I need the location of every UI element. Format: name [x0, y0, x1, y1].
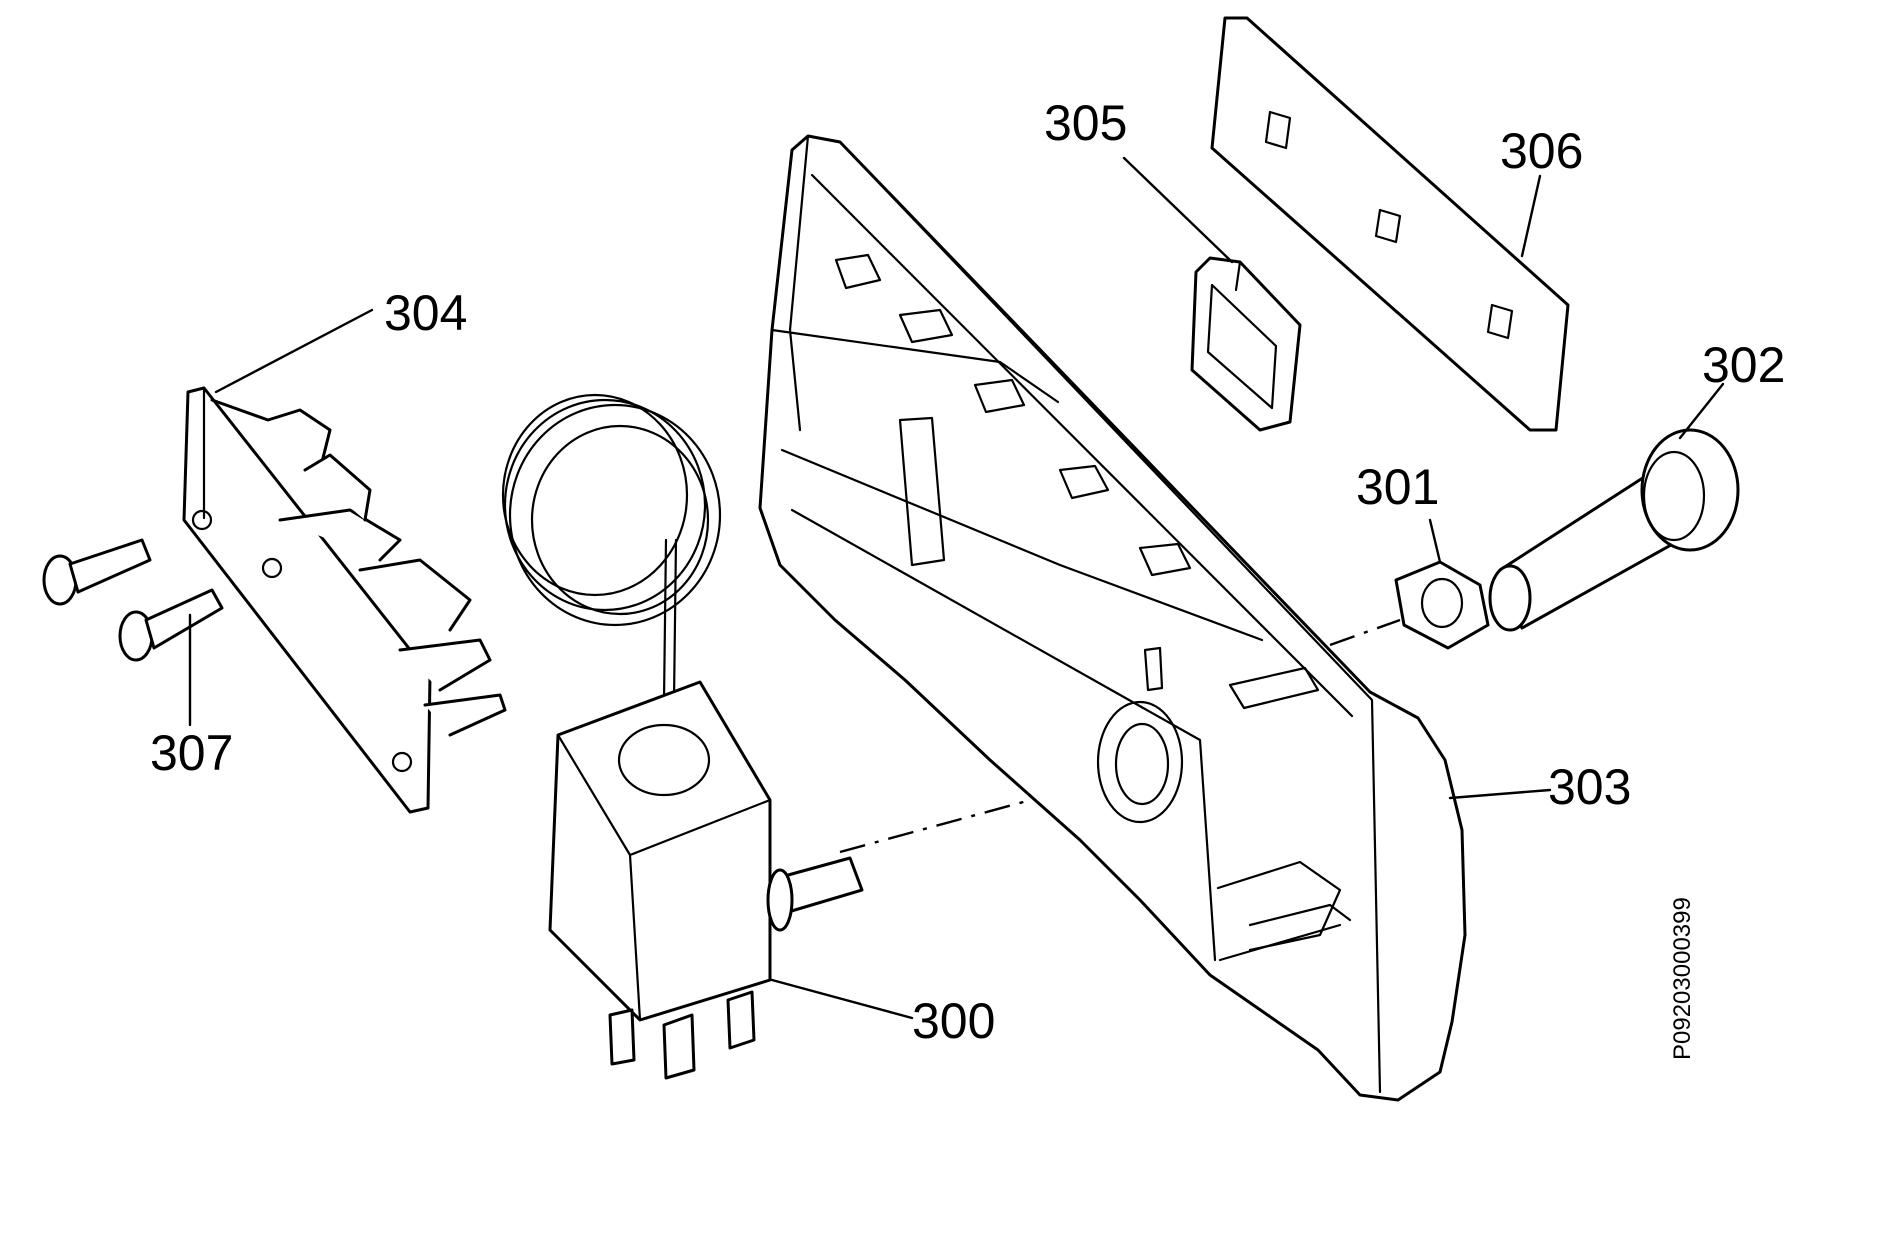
- control-panel-housing-303: [758, 134, 1467, 1102]
- thermostat-300: [501, 393, 864, 1080]
- switch-board-305: [182, 386, 507, 814]
- callout-305: 304: [384, 285, 467, 341]
- leader-lines: [188, 156, 1725, 1020]
- callout-306: 306: [1500, 123, 1583, 179]
- callout-301: 301: [1356, 459, 1439, 515]
- callout-304: 305: [1044, 95, 1127, 151]
- drawing-code: P09203000399: [1669, 897, 1696, 1060]
- callout-303: 303: [1548, 759, 1631, 815]
- indicator-lens-304: [1190, 256, 1302, 432]
- callout-300: 300: [912, 993, 995, 1049]
- decor-plate-306: [1210, 16, 1570, 432]
- hex-nut-301: [1394, 560, 1490, 650]
- screws-307: [42, 538, 224, 662]
- control-knob-302: [1488, 428, 1740, 632]
- callout-307: 307: [150, 725, 233, 781]
- callout-302: 302: [1702, 337, 1785, 393]
